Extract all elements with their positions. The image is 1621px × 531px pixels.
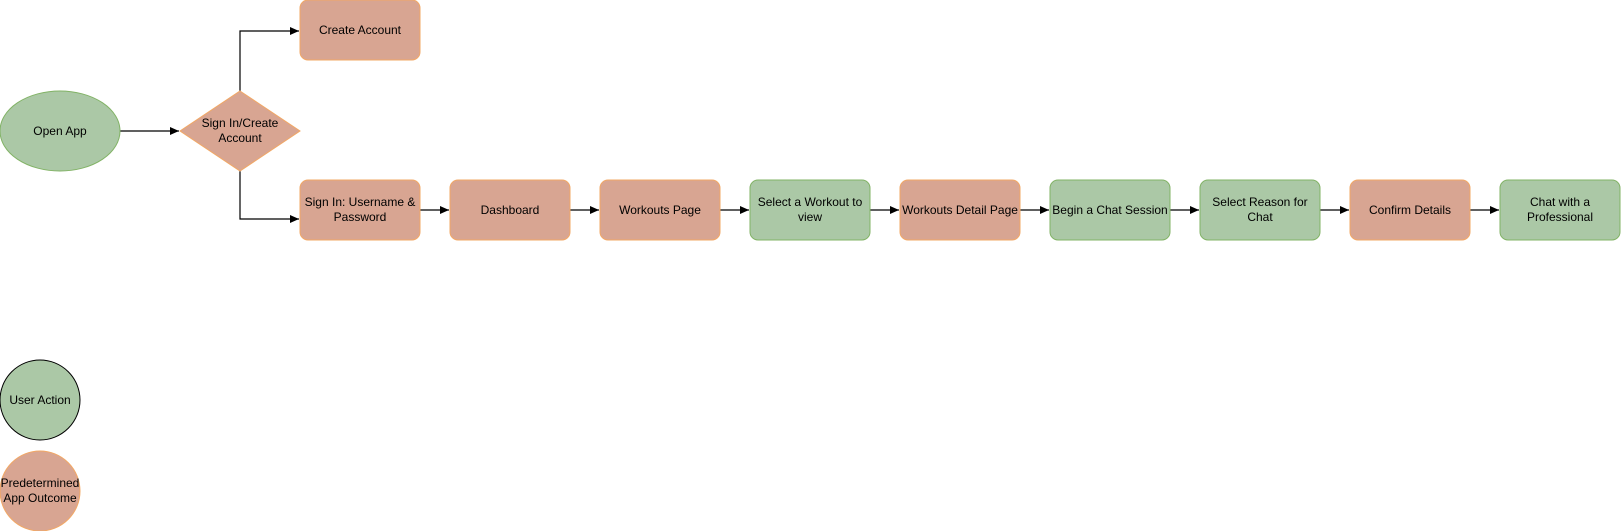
legend-user-action-label: User Action bbox=[9, 392, 71, 407]
create-account-node bbox=[299, 0, 421, 61]
nodes bbox=[0, 0, 1621, 241]
sign-in-node bbox=[299, 179, 421, 241]
confirm-details-node bbox=[1349, 179, 1471, 241]
legend bbox=[0, 359, 81, 531]
workouts-detail-page-node bbox=[899, 179, 1021, 241]
decision-label: Sign In/Create Account bbox=[201, 116, 279, 145]
edge-decision-to-sign-in bbox=[239, 171, 299, 223]
workouts-detail-label: Workouts Detail Page bbox=[902, 202, 1018, 217]
workouts-page-label: Workouts Page bbox=[619, 202, 701, 217]
workouts-page-node bbox=[599, 179, 721, 241]
legend-user-action-swatch bbox=[0, 359, 81, 441]
begin-chat-session-node bbox=[1049, 179, 1171, 241]
chat-with-professional-node bbox=[1499, 179, 1621, 241]
dashboard-label: Dashboard bbox=[480, 202, 540, 217]
confirm-details-label: Confirm Details bbox=[1368, 202, 1452, 217]
legend-app-outcome-label: Predetermined App Outcome bbox=[0, 476, 80, 505]
sign-in-label: Sign In: Username & Password bbox=[304, 195, 416, 224]
select-reason-node bbox=[1199, 179, 1321, 241]
create-account-label: Create Account bbox=[318, 22, 402, 37]
legend-app-outcome-swatch bbox=[0, 450, 81, 531]
select-reason-label: Select Reason for Chat bbox=[1212, 195, 1308, 224]
select-workout-label: Select a Workout to view bbox=[757, 195, 863, 224]
select-workout-node bbox=[749, 179, 871, 241]
edge-decision-to-create-account bbox=[239, 27, 299, 91]
begin-chat-label: Begin a Chat Session bbox=[1052, 202, 1168, 217]
chat-professional-label: Chat with a Professional bbox=[1526, 195, 1594, 224]
open-app-label: Open App bbox=[33, 123, 87, 138]
dashboard-node bbox=[449, 179, 571, 241]
edges bbox=[120, 27, 1499, 223]
open-app-node bbox=[0, 90, 121, 172]
sign-in-create-account-decision-node bbox=[179, 90, 301, 172]
